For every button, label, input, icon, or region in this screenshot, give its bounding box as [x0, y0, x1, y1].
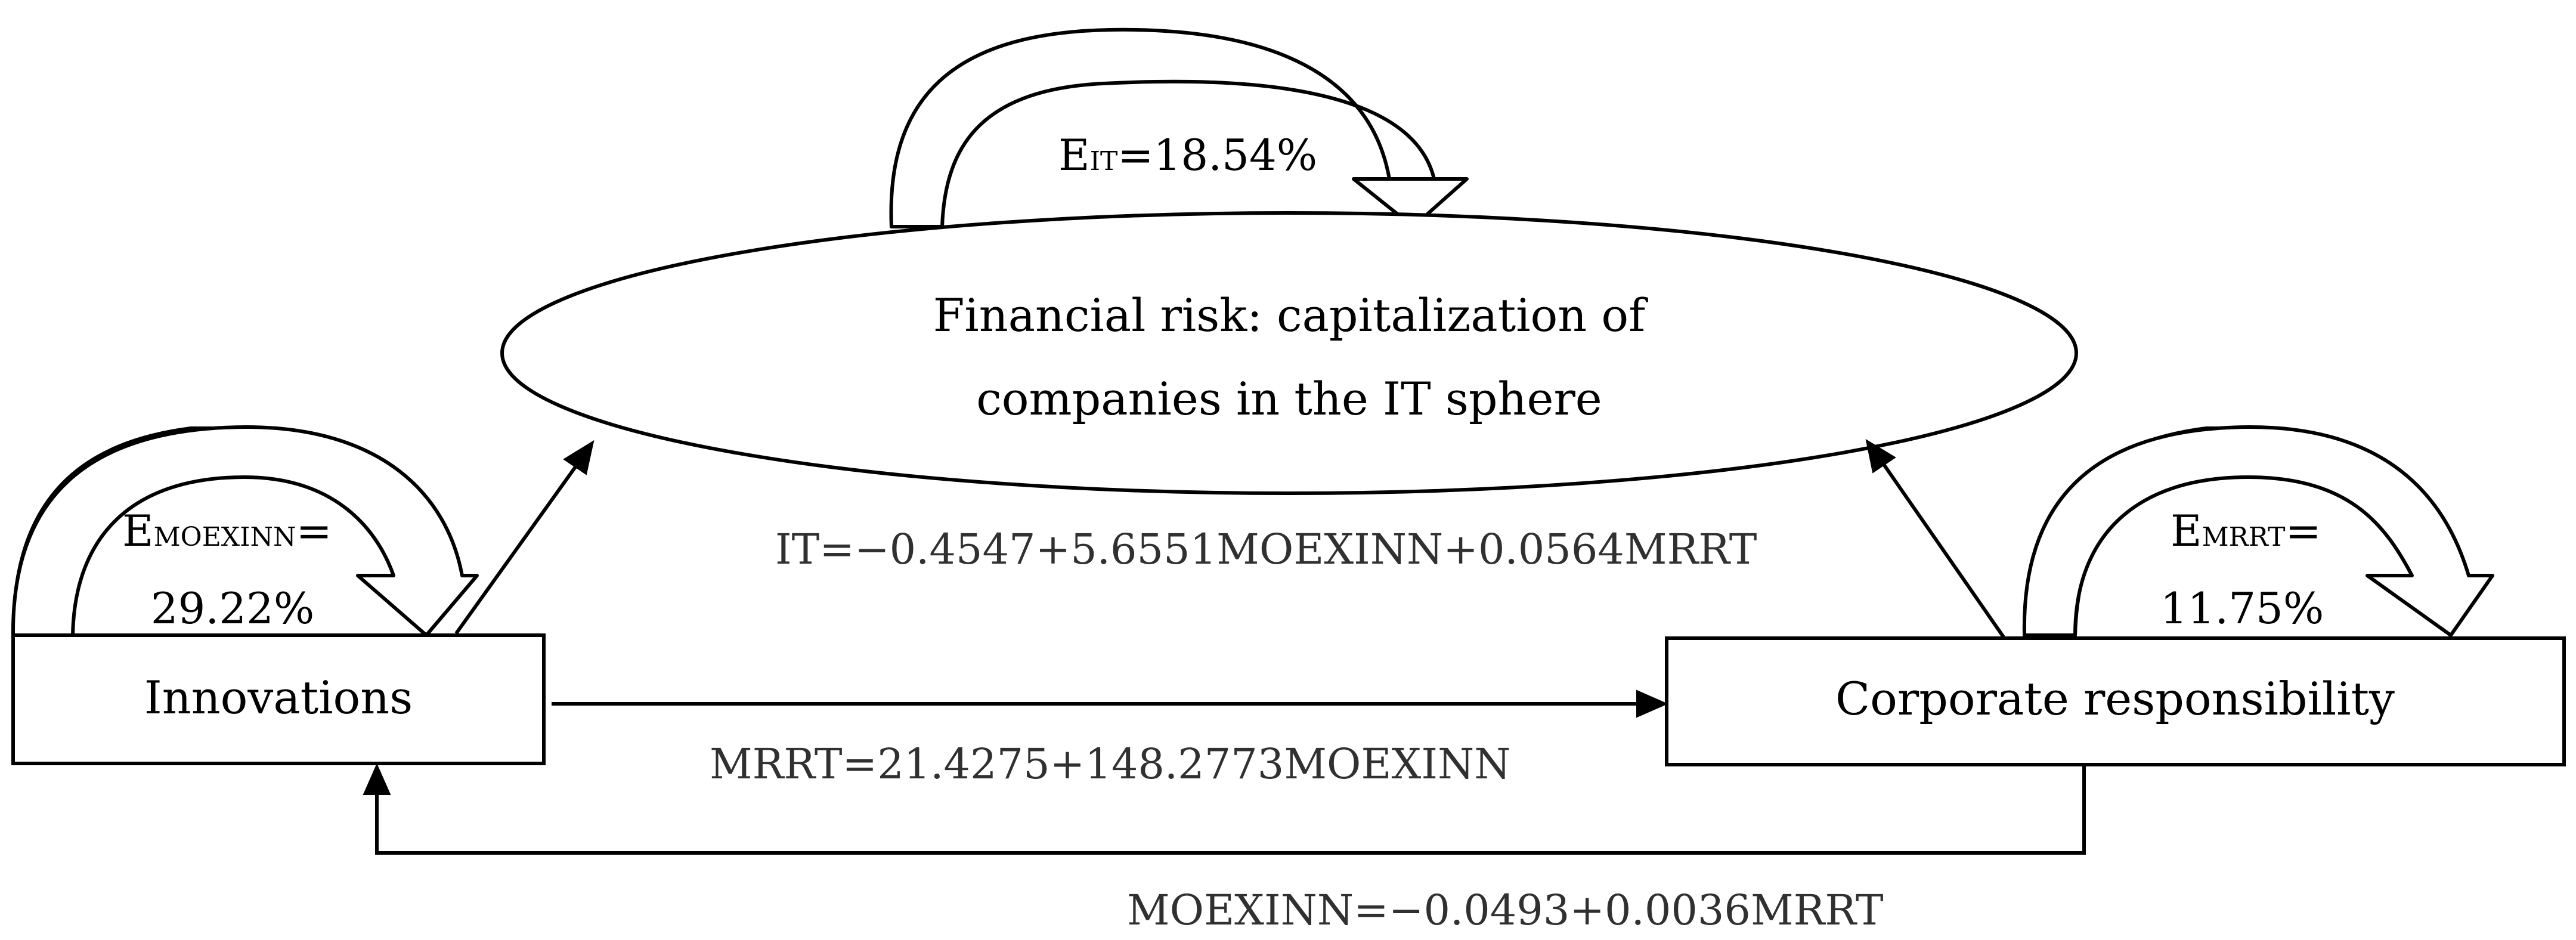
- feedback-arc-mrrt: [2022, 425, 2494, 637]
- arrow-innovations-to-risk: [454, 440, 595, 635]
- equation-moexinn: MOEXINN=−0.0493+0.0036MRRT: [1127, 886, 1884, 935]
- elasticity-mrrt-letter: E: [2171, 506, 2202, 556]
- corporate-responsibility-node: [1665, 636, 2566, 766]
- arrow-corporate-to-innovations: [363, 763, 2086, 855]
- elasticity-mrrt-label: EMRRT=: [2171, 506, 2321, 556]
- elasticity-moexinn-subscript: MOEXINN: [154, 522, 296, 552]
- financial-risk-node: [500, 211, 2078, 495]
- arc-arrow-moexinn: [11, 425, 479, 637]
- elasticity-mrrt-eq: =: [2285, 506, 2321, 556]
- elasticity-mrrt-value: 11.75%: [2160, 583, 2324, 633]
- elasticity-moexinn-value: 29.22%: [151, 583, 315, 633]
- arc-arrow-it: [889, 27, 1469, 228]
- elasticity-it-label: EIT=18.54%: [1058, 130, 1317, 180]
- elasticity-it-subscript: IT: [1090, 146, 1118, 177]
- financial-risk-label-line1: Financial risk: capitalization of: [933, 289, 1648, 342]
- elasticity-moexinn-letter: E: [122, 506, 154, 556]
- equation-mrrt: MRRT=21.4275+148.2773MOEXINN: [710, 740, 1510, 789]
- arrow-corporate-to-risk: [1865, 438, 2005, 638]
- elasticity-it-letter: E: [1058, 130, 1090, 180]
- elasticity-mrrt-subscript: MRRT: [2202, 522, 2286, 552]
- feedback-arc-it: [889, 27, 1469, 228]
- elasticity-it-value: =18.54%: [1117, 130, 1317, 180]
- feedback-arc-moexinn: [11, 425, 479, 637]
- arrow-innovations-to-corporate: [552, 689, 1668, 718]
- elasticity-moexinn-eq: =: [296, 506, 332, 556]
- arc-arrow-mrrt: [2022, 425, 2494, 637]
- corporate-responsibility-label: Corporate responsibility: [1835, 672, 2395, 725]
- innovations-node: [11, 633, 546, 765]
- financial-risk-label-line2: companies in the IT sphere: [976, 372, 1602, 425]
- equation-it: IT=−0.4547+5.6551MOEXINN+0.0564MRRT: [775, 525, 1757, 574]
- elasticity-moexinn-label: EMOEXINN=: [122, 506, 332, 556]
- innovations-label: Innovations: [144, 671, 413, 724]
